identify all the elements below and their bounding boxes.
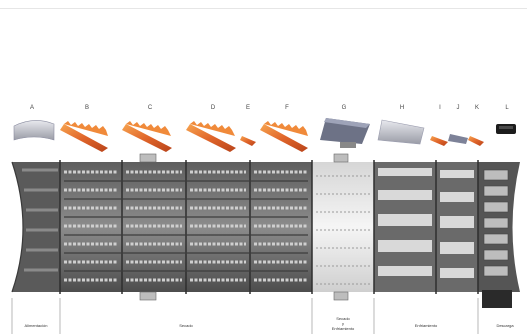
component-icon-d (186, 121, 236, 152)
letter-b: B (84, 105, 89, 111)
drum-body (11, 153, 520, 308)
section-label-secado-y-enfriamiento: Secado y Enfriamiento (331, 316, 355, 331)
component-icon-k (468, 136, 484, 146)
component-icon-b (60, 121, 108, 152)
component-icon-f (260, 121, 308, 152)
section-dividers (11, 298, 479, 334)
component-icon-h (377, 119, 425, 145)
letter-j: J (456, 105, 460, 111)
component-icon-a (13, 120, 55, 141)
letter-d: D (210, 105, 216, 111)
top-divider (0, 8, 527, 9)
component-icon-e (240, 136, 256, 146)
letter-h: H (399, 105, 405, 111)
letter-e: E (245, 105, 250, 111)
letter-l: L (505, 105, 509, 111)
component-icon-l (496, 124, 516, 134)
letter-c: C (147, 105, 153, 111)
section-label-descarga: Descarga (496, 323, 514, 328)
component-icon-i (430, 136, 448, 146)
letter-g: G (341, 105, 347, 111)
letter-a: A (29, 105, 34, 111)
letter-k: K (474, 105, 479, 111)
section-label-secado: Secado (179, 323, 193, 328)
component-icon-c (122, 121, 172, 152)
letter-i: I (439, 105, 441, 111)
section-label-alimentacion: Alimentación (24, 323, 48, 328)
component-icon-j (448, 134, 468, 144)
component-icon-g (320, 118, 370, 148)
section-label-enfriamiento: Enfriamiento (414, 323, 438, 328)
letter-f: F (285, 105, 289, 111)
